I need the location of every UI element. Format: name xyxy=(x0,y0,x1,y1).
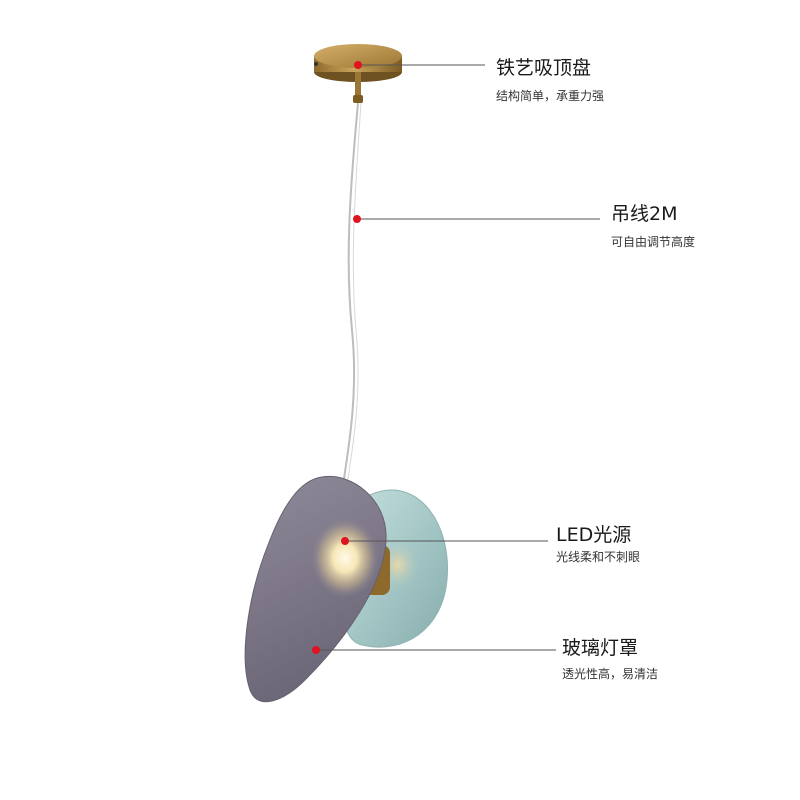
front-glass-shade xyxy=(244,475,387,703)
callout-cable-subtitle: 可自由调节高度 xyxy=(611,235,696,249)
callout-shade-title: 玻璃灯罩 xyxy=(562,637,639,659)
callout-shade-subtitle: 透光性高，易清洁 xyxy=(562,667,659,681)
callout-canopy-subtitle: 结构简单，承重力强 xyxy=(496,89,605,103)
callout-cable: 吊线2M 可自由调节高度 xyxy=(611,203,695,250)
marker-shade xyxy=(312,646,320,654)
marker-led xyxy=(341,537,349,545)
marker-cable xyxy=(353,215,361,223)
callout-leader-lines xyxy=(316,64,600,651)
callout-canopy-title: 铁艺吸顶盘 xyxy=(496,57,592,79)
callout-led-title: LED光源 xyxy=(556,524,632,546)
callout-cable-title: 吊线2M xyxy=(611,203,678,225)
callout-led: LED光源 光线柔和不刺眼 xyxy=(556,524,640,565)
suspension-cable xyxy=(342,102,359,486)
callout-led-subtitle: 光线柔和不刺眼 xyxy=(556,550,641,564)
callout-shade: 玻璃灯罩 透光性高，易清洁 xyxy=(562,637,658,682)
marker-canopy xyxy=(354,61,362,69)
ceiling-canopy xyxy=(314,44,402,103)
callout-markers xyxy=(312,61,362,654)
callout-canopy: 铁艺吸顶盘 结构简单，承重力强 xyxy=(496,57,604,104)
